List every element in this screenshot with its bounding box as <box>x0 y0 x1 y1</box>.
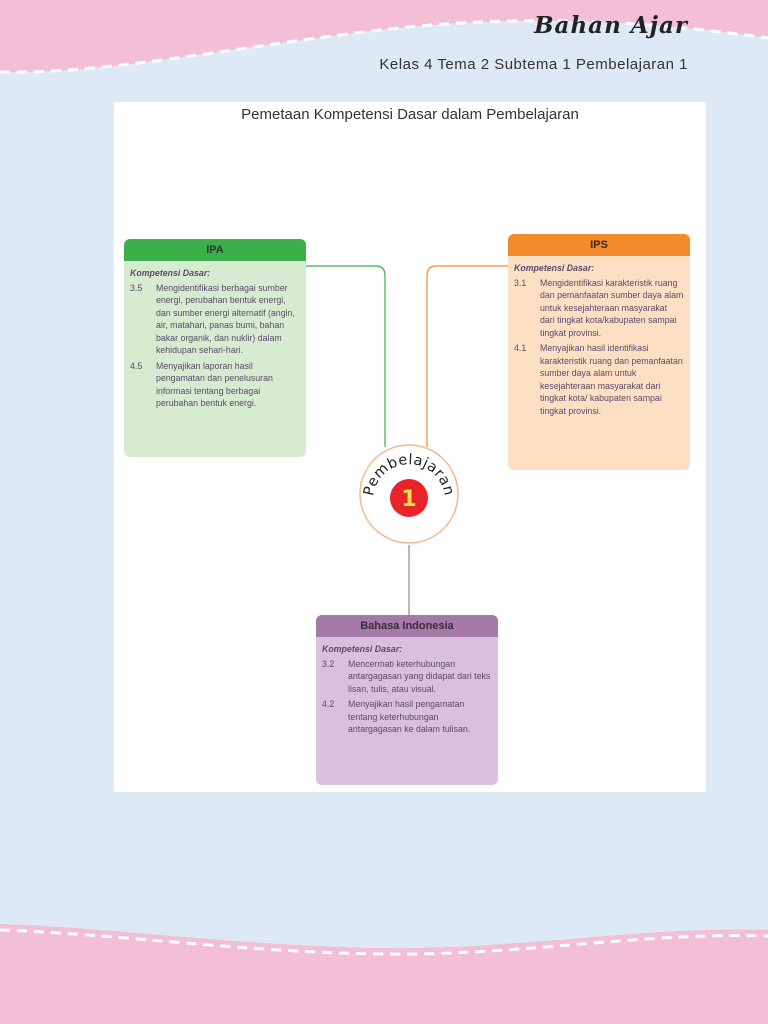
ips-item-number: 4.1 <box>514 343 527 353</box>
ips-item-text: Mengidentifikasi karakteristik ruang dan… <box>540 277 684 338</box>
ips-item-text: Menyajikan hasil identifikasi karakteris… <box>540 343 683 416</box>
ipa-box: IPA Kompetensi Dasar: 3.5 Mengidentifika… <box>124 239 306 457</box>
ipa-item-text: Mengidentifikasi berbagai sumber energi,… <box>156 282 295 356</box>
bi-item-number: 4.2 <box>322 699 335 709</box>
ips-kd-label: Kompetensi Dasar: <box>514 263 595 273</box>
lesson-subtitle: Kelas 4 Tema 2 Subtema 1 Pembelajaran 1 <box>379 56 688 73</box>
ipa-item: 4.5 Menyajikan laporan hasil pengamatan … <box>130 360 300 410</box>
ips-box: IPS Kompetensi Dasar: 3.1 Mengidentifika… <box>508 234 690 470</box>
bi-item: 3.2 Mencermati keterhubungan antargagasa… <box>322 658 492 696</box>
bottom-wave-decoration <box>0 924 768 1024</box>
ips-item: 4.1 Menyajikan hasil identifikasi karakt… <box>514 342 684 417</box>
ipa-item-text: Menyajikan laporan hasil pengamatan dan … <box>156 360 273 409</box>
ipa-item-number: 3.5 <box>130 282 143 293</box>
ips-title: IPS <box>508 234 690 256</box>
top-wave-decoration <box>0 0 768 74</box>
bahasa-indonesia-box: Bahasa Indonesia Kompetensi Dasar: 3.2 M… <box>316 615 498 785</box>
ipa-item: 3.5 Mengidentifikasi berbagai sumber ene… <box>130 282 300 357</box>
bi-item-text: Menyajikan hasil pengamatan tentang kete… <box>348 699 471 734</box>
bi-item: 4.2 Menyajikan hasil pengamatan tentang … <box>322 698 492 736</box>
connector-lines <box>306 265 508 615</box>
bi-item-number: 3.2 <box>322 658 335 669</box>
ips-item-number: 3.1 <box>514 277 527 288</box>
map-title: Pemetaan Kompetensi Dasar dalam Pembelaj… <box>241 106 579 123</box>
bi-kd-label: Kompetensi Dasar: <box>322 644 403 654</box>
brand-title: Bahan Ajar <box>534 12 688 39</box>
bi-title: Bahasa Indonesia <box>316 615 498 637</box>
bi-item-text: Mencermati keterhubungan antargagasan ya… <box>348 658 491 694</box>
lesson-badge: Pembelajaran 1 <box>359 444 459 544</box>
competency-map-panel: Pemetaan Kompetensi Dasar dalam Pembelaj… <box>114 102 706 792</box>
ipa-kd-label: Kompetensi Dasar: <box>130 268 211 278</box>
ips-item: 3.1 Mengidentifikasi karakteristik ruang… <box>514 277 684 340</box>
badge-number: 1 <box>401 487 416 512</box>
ipa-title: IPA <box>124 239 306 261</box>
ipa-item-number: 4.5 <box>130 360 143 371</box>
